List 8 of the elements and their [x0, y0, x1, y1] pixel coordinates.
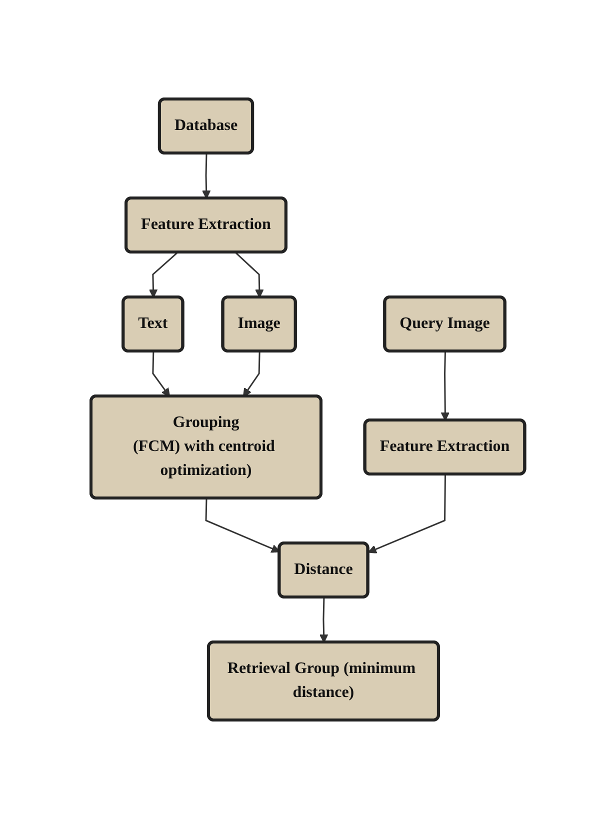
arrow	[234, 252, 264, 298]
arrow	[368, 474, 446, 554]
arrow	[440, 351, 450, 421]
arrow	[152, 351, 170, 397]
arrow	[148, 252, 178, 298]
arrow	[202, 153, 210, 199]
arrow	[242, 351, 260, 397]
arrow	[319, 597, 328, 643]
